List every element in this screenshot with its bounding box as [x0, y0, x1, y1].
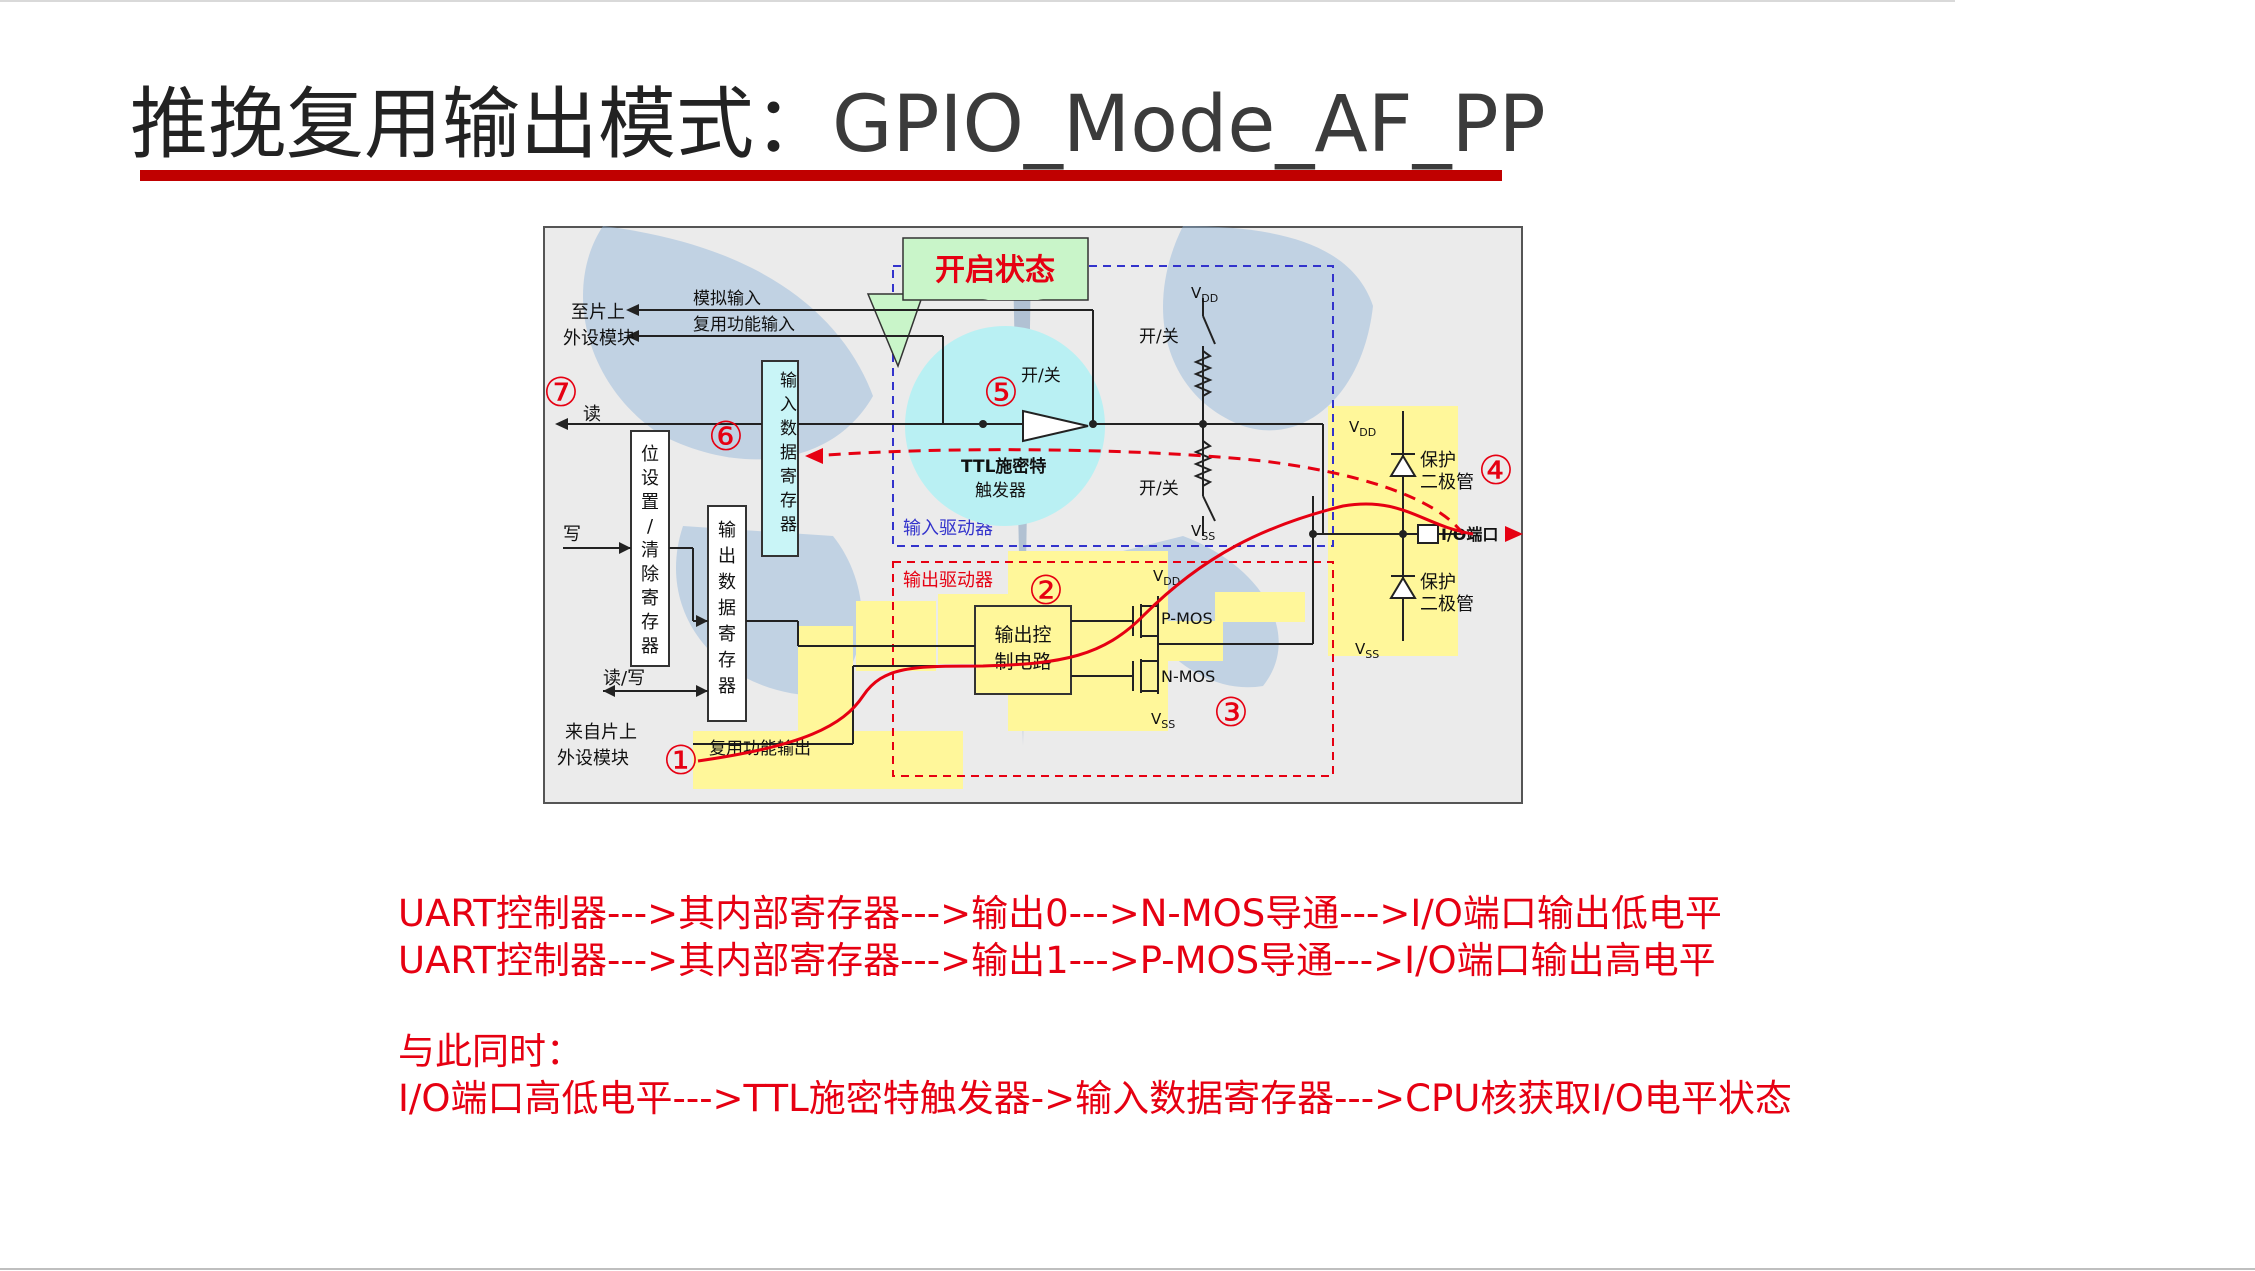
arrowheads	[555, 304, 708, 697]
switch-top-label: 开/关	[1139, 327, 1179, 347]
output-driver-label: 输出驱动器	[903, 570, 993, 591]
diode-label-top: 保护二极管	[1420, 450, 1474, 493]
top-divider	[0, 0, 1955, 2]
marker-5: ⑤	[983, 370, 1019, 416]
input-driver-box	[892, 265, 1334, 547]
marker-6: ⑥	[708, 414, 744, 460]
output-data-register-label: 输出数据寄存器	[718, 520, 736, 697]
switch-bottom-label: 开/关	[1139, 479, 1179, 499]
pmos-label: P-MOS	[1161, 609, 1213, 628]
mos-transistors	[1132, 604, 1158, 693]
slide-title: 推挽复用输出模式：GPIO_Mode_AF_PP	[130, 62, 1546, 174]
marker-1: ①	[663, 738, 699, 784]
af-input-label: 复用功能输入	[693, 315, 795, 335]
note-line-2: UART控制器--->其内部寄存器--->输出1--->P-MOS导通--->I…	[398, 939, 1716, 982]
pull-resistors	[1193, 315, 1216, 522]
trigger-label: 触发器	[975, 481, 1026, 501]
title-underline	[140, 170, 1502, 181]
io-pad	[1417, 524, 1439, 544]
title-mode: GPIO_Mode_AF_PP	[832, 80, 1546, 170]
vss-diode-label: VSS	[1355, 640, 1379, 661]
input-data-register-label: 输入数据寄存器	[780, 371, 797, 535]
output-flow-path	[697, 502, 1474, 763]
marker-2: ②	[1028, 568, 1064, 614]
diode-label-bottom: 保护二极管	[1420, 572, 1474, 615]
output-control-circuit	[974, 605, 1072, 695]
bit-set-reset-register	[630, 430, 670, 667]
callout-text: 开启状态	[935, 253, 1055, 288]
wiring	[563, 298, 1463, 745]
write-label: 写	[563, 524, 581, 545]
input-data-register	[761, 360, 799, 557]
read-write-label: 读/写	[603, 668, 645, 689]
nmos-label: N-MOS	[1161, 667, 1215, 686]
marker-3: ③	[1213, 690, 1249, 736]
from-chip-label: 来自片上外设模块	[557, 722, 637, 769]
explanation-notes: UART控制器--->其内部寄存器--->输出0--->N-MOS导通--->I…	[398, 890, 1792, 1122]
read-label: 读	[583, 404, 601, 425]
note-line-3: 与此同时：	[398, 1030, 583, 1073]
title-chinese: 推挽复用输出模式：	[130, 80, 833, 170]
trigger-switch-label: 开/关	[1021, 366, 1061, 386]
note-line-4: I/O端口高低电平--->TTL施密特触发器->输入数据寄存器--->CPU核获…	[398, 1077, 1792, 1120]
gpio-diagram: 输入驱动器 输出驱动器 开启状态 输入数据寄存器 位设置/清除寄存器	[543, 226, 1523, 804]
ttl-label: TTL施密特	[961, 456, 1046, 477]
note-line-1: UART控制器--->其内部寄存器--->输出0--->N-MOS导通--->I…	[398, 892, 1722, 935]
note-gap	[398, 984, 1792, 1028]
bit-set-reset-label: 位设置/清除寄存器	[641, 444, 659, 657]
bottom-divider	[0, 1268, 2255, 1270]
marker-4: ④	[1478, 448, 1514, 494]
output-driver-box	[892, 561, 1334, 777]
marker-7: ⑦	[543, 370, 579, 416]
protection-diodes	[1389, 453, 1417, 599]
gpio-circuit-svg: 输入驱动器 输出驱动器 开启状态 输入数据寄存器 位设置/清除寄存器	[543, 226, 1523, 804]
schmitt-trigger-symbol	[1022, 409, 1089, 443]
analog-input-label: 模拟输入	[693, 289, 761, 309]
input-flow-path	[812, 448, 1465, 535]
output-data-register	[707, 505, 747, 722]
to-chip-label: 至片上外设模块	[563, 302, 635, 349]
trigger-bubble	[905, 326, 1105, 526]
input-driver-label: 输入驱动器	[903, 518, 993, 539]
open-state-callout: 开启状态	[866, 237, 1089, 369]
step-markers: ① ② ③ ④ ⑤ ⑥ ⑦	[543, 370, 1514, 784]
output-control-label: 输出控制电路	[994, 624, 1051, 673]
